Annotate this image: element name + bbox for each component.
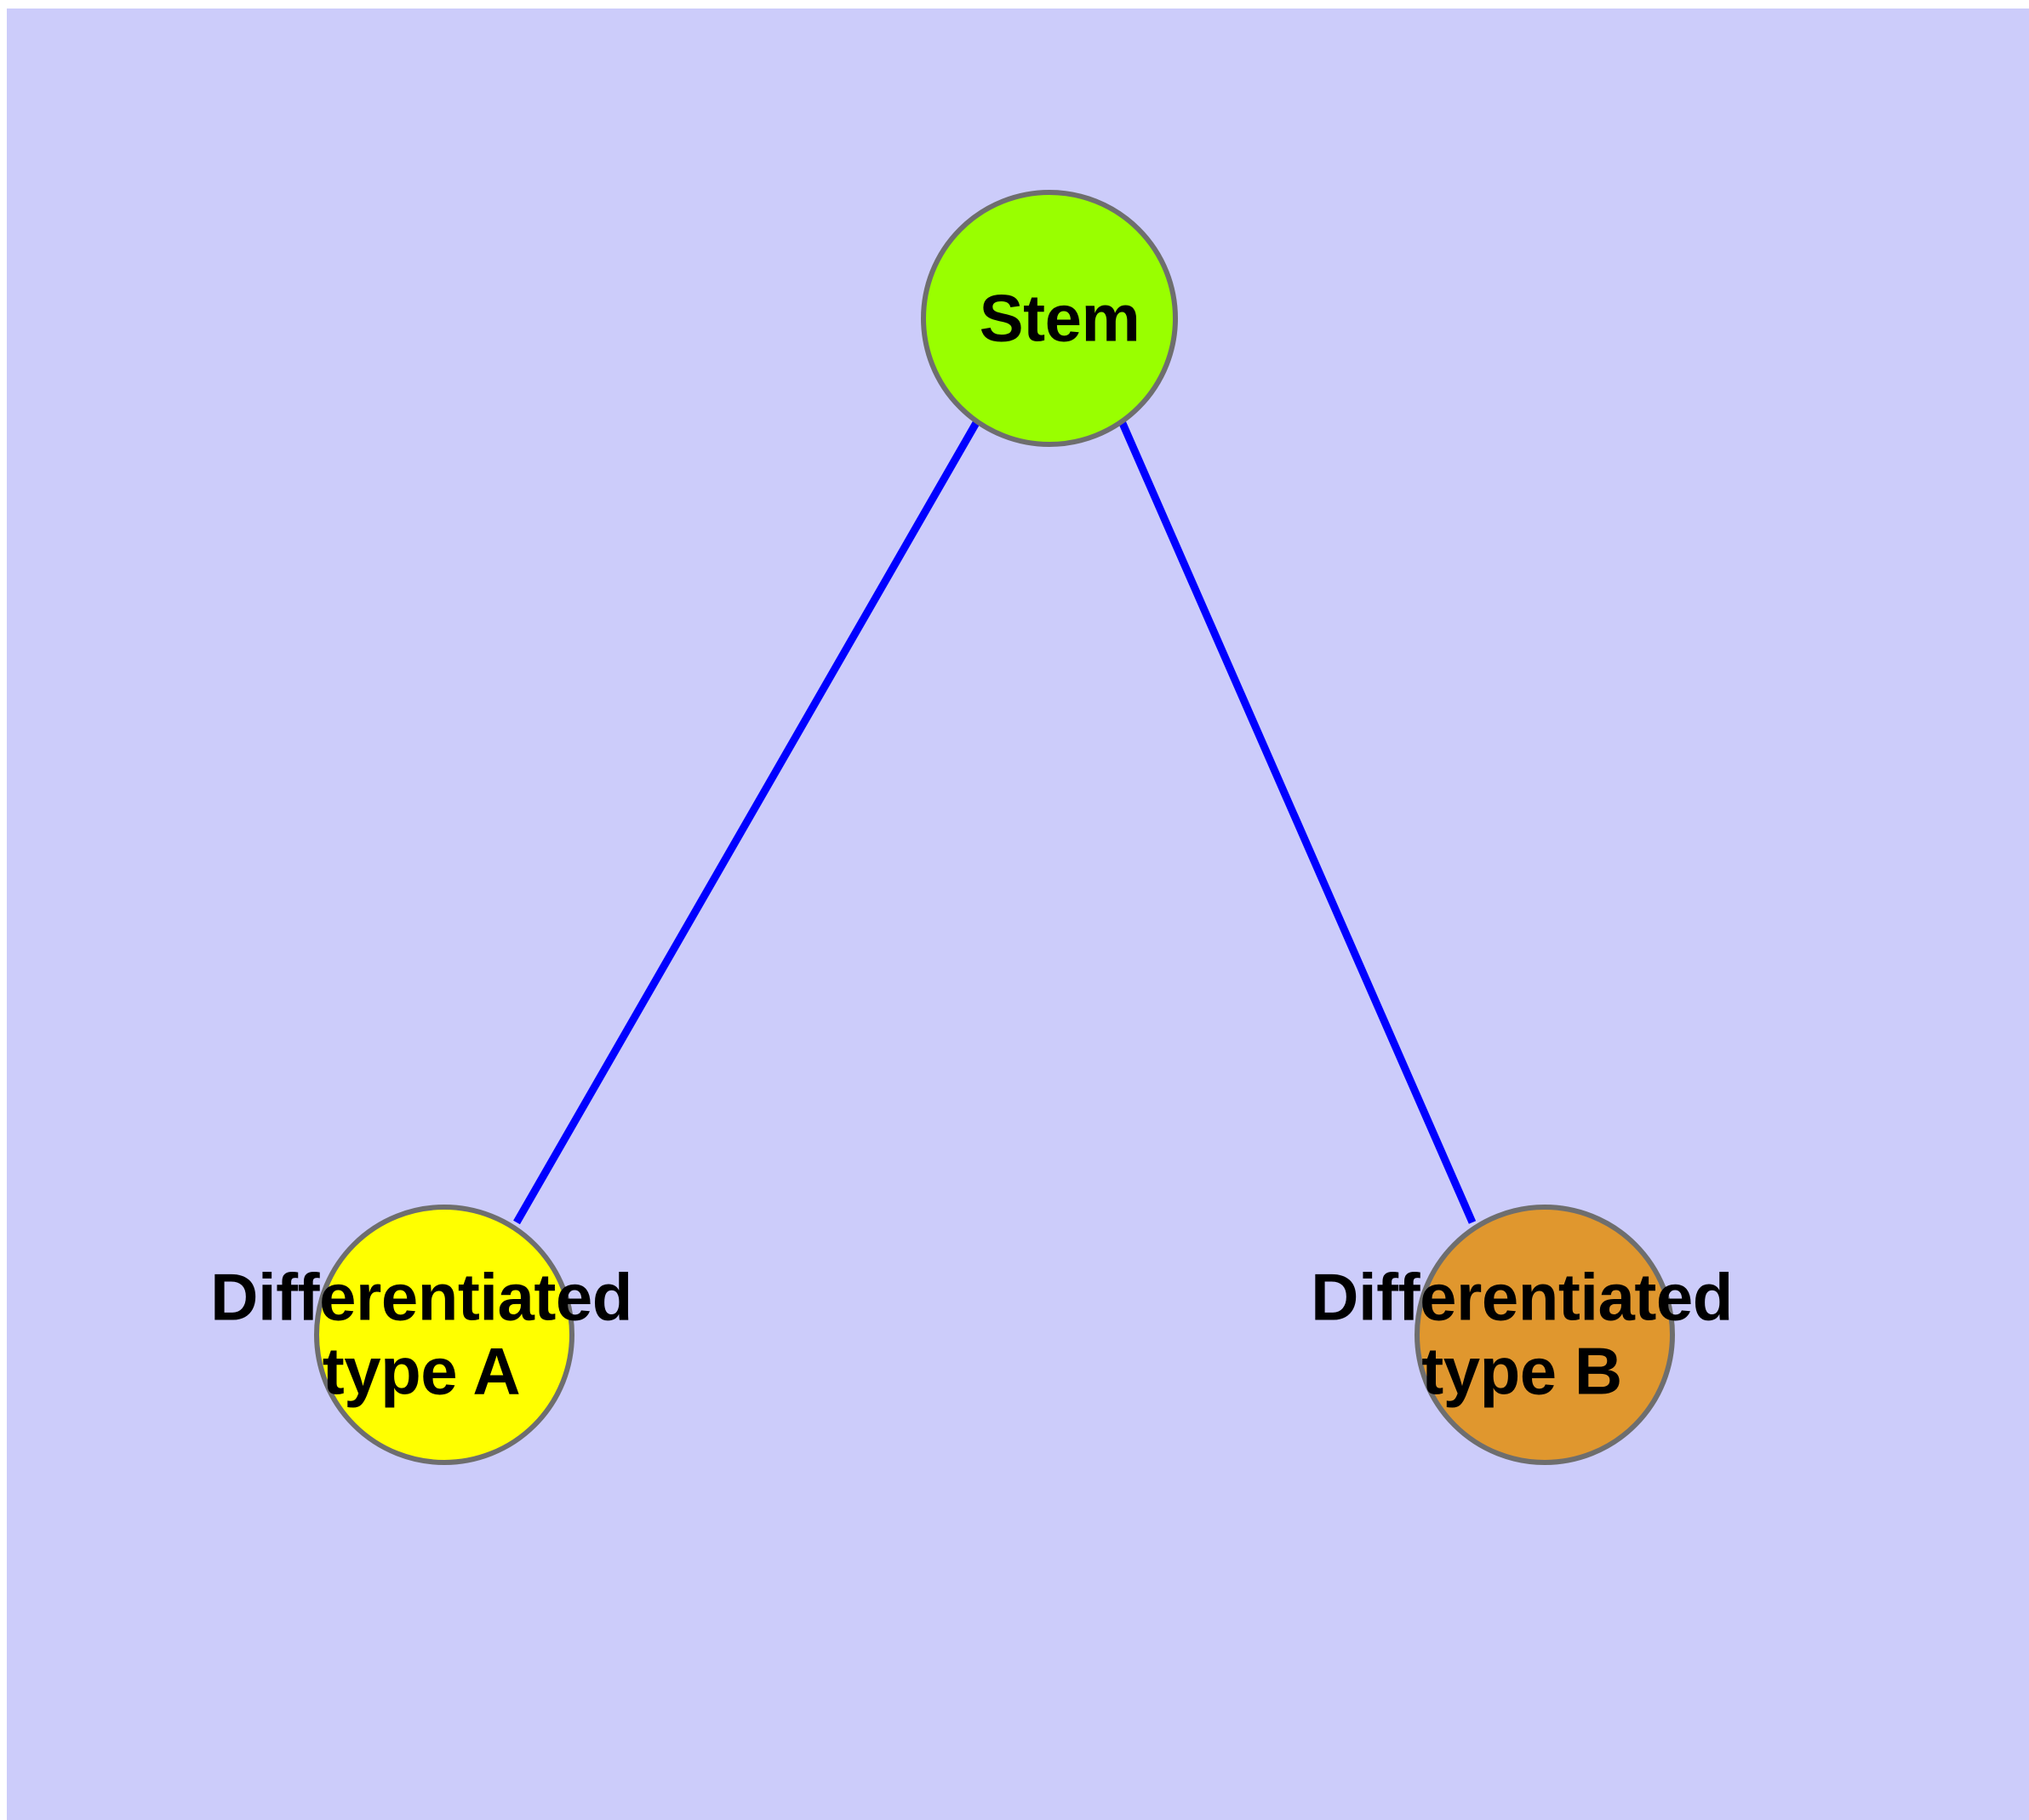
edge-stem-to-diff-a [513, 419, 980, 1225]
edge-stem-to-diff-b [1117, 420, 1477, 1224]
node-stem[interactable] [921, 190, 1178, 447]
node-differentiated-type-a[interactable] [314, 1205, 574, 1465]
node-layer [314, 190, 1675, 1465]
node-differentiated-type-b[interactable] [1415, 1205, 1675, 1465]
edge-layer [513, 419, 1477, 1225]
